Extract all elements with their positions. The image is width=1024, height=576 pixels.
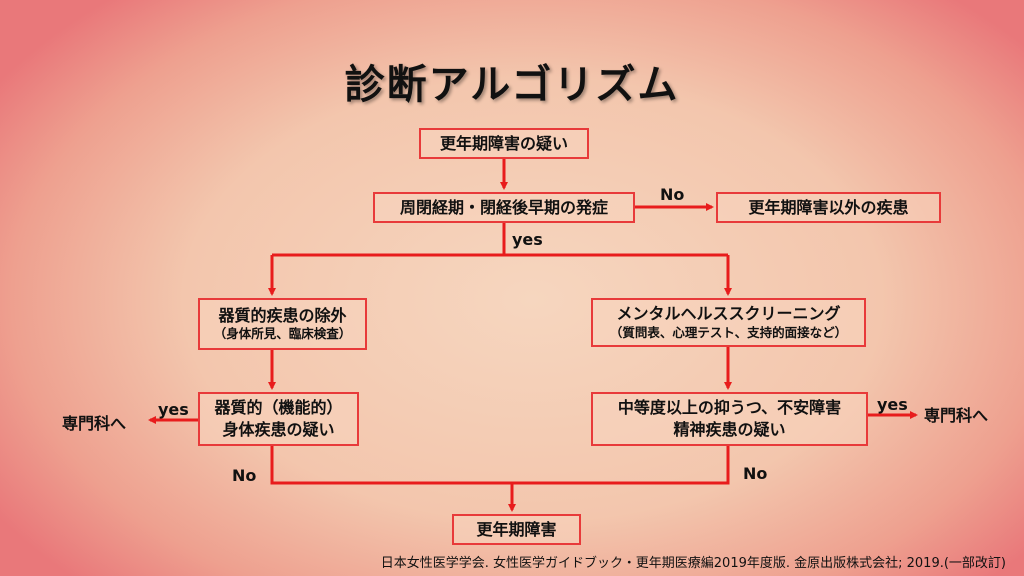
node-onset: 周閉経期・閉経後早期の発症	[373, 192, 635, 223]
node-mental-screening: メンタルヘルススクリーニング（質問表、心理テスト、支持的面接など）	[591, 298, 866, 347]
node-text: 身体疾患の疑い	[222, 420, 335, 439]
connector-yes-split	[272, 223, 506, 257]
label-no-left: No	[232, 466, 257, 485]
node-text: メンタルヘルススクリーニング	[616, 304, 841, 324]
node-text: 更年期障害	[476, 519, 557, 539]
node-text: 更年期障害以外の疾患	[748, 197, 909, 217]
citation: 日本女性医学学会. 女性医学ガイドブック・更年期医療編2019年度版. 金原出版…	[380, 556, 1006, 571]
label-referral-right: 専門科へ	[924, 406, 989, 425]
node-text: 器質的（機能的）	[214, 398, 343, 418]
node-text: 中等度以上の抑うつ、不安障害	[617, 398, 842, 418]
label-no-onset: No	[660, 185, 685, 204]
label-no-right: No	[743, 464, 768, 483]
node-subtext: （身体所見、臨床検査）	[213, 326, 352, 342]
node-suspect: 更年期障害の疑い	[419, 128, 589, 159]
node-subtext: （質問表、心理テスト、支持的面接など）	[609, 324, 848, 340]
label-yes-right: yes	[877, 395, 908, 414]
node-other-disease: 更年期障害以外の疾患	[716, 192, 941, 223]
node-text: 周閉経期・閉経後早期の発症	[399, 197, 608, 217]
node-text: 精神疾患の疑い	[673, 420, 786, 439]
node-text: 器質的疾患の除外	[218, 305, 347, 325]
node-organic-exclusion: 器質的疾患の除外（身体所見、臨床検査）	[198, 298, 367, 350]
label-referral-left: 専門科へ	[62, 414, 127, 433]
page-title: 診断アルゴリズム	[344, 62, 680, 108]
node-organic-suspect: 器質的（機能的） 身体疾患の疑い	[198, 392, 359, 446]
connector-no-merge	[270, 446, 730, 485]
node-text: 更年期障害の疑い	[439, 133, 568, 153]
node-result: 更年期障害	[452, 514, 581, 545]
label-yes-left: yes	[158, 400, 189, 419]
node-depression: 中等度以上の抑うつ、不安障害精神疾患の疑い	[591, 392, 868, 446]
label-yes-onset: yes	[512, 230, 543, 249]
